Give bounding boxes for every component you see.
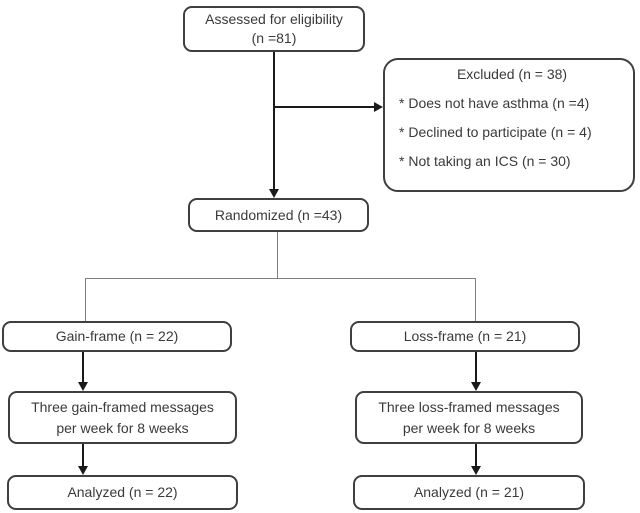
connector-gain-messages-to-analyzed-line — [82, 444, 84, 469]
randomized-label: Randomized (n =43) — [214, 206, 343, 223]
assessed-line1: Assessed for eligibility — [205, 11, 343, 27]
analyzed-loss-label: Analyzed (n = 21) — [413, 484, 525, 500]
excluded-reason-1: * Does not have asthma (n =4) — [399, 95, 590, 111]
gain-frame-label: Gain-frame (n = 22) — [55, 328, 179, 344]
arrowhead-into-loss-messages-icon — [471, 382, 481, 391]
gain-frame-box: Gain-frame (n = 22) — [2, 321, 232, 352]
arrowhead-into-analyzed-loss-icon — [471, 466, 481, 475]
gain-messages-line1: Three gain-framed messages — [31, 398, 214, 415]
assessed-count: (n =81) — [251, 30, 297, 46]
branch-drop-gain-line — [85, 279, 86, 321]
excluded-box: Excluded (n = 38) * Does not have asthma… — [383, 58, 635, 192]
branch-stem-line — [277, 232, 278, 278]
branch-drop-loss-line — [475, 279, 476, 321]
arrowhead-into-gain-messages-icon — [78, 382, 88, 391]
connector-loss-frame-to-messages-line — [475, 352, 477, 385]
gain-messages-box: Three gain-framed messages per week for … — [8, 391, 237, 444]
arrowhead-into-randomized-icon — [269, 189, 279, 198]
branch-horizontal-line — [85, 278, 476, 279]
loss-frame-label: Loss-frame (n = 21) — [403, 328, 527, 344]
connector-assessed-to-randomized-line — [273, 52, 275, 191]
connector-loss-messages-to-analyzed-line — [475, 444, 477, 469]
loss-messages-box: Three loss-framed messages per week for … — [355, 391, 583, 444]
analyzed-gain-box: Analyzed (n = 22) — [7, 475, 238, 510]
arrowhead-into-analyzed-gain-icon — [78, 466, 88, 475]
connector-to-excluded-line — [274, 106, 375, 108]
loss-messages-line1: Three loss-framed messages — [378, 398, 560, 415]
loss-messages-line2: per week for 8 weeks — [402, 419, 536, 436]
excluded-reason-2: * Declined to participate (n = 4) — [399, 124, 592, 140]
excluded-title: Excluded (n = 38) — [456, 66, 568, 82]
analyzed-loss-box: Analyzed (n = 21) — [353, 475, 585, 510]
randomized-box: Randomized (n =43) — [188, 198, 369, 232]
loss-frame-box: Loss-frame (n = 21) — [350, 321, 580, 352]
gain-messages-line2: per week for 8 weeks — [56, 419, 189, 436]
excluded-reason-3: * Not taking an ICS (n = 30) — [399, 153, 571, 169]
analyzed-gain-label: Analyzed (n = 22) — [67, 484, 178, 500]
assessed-for-eligibility-box: Assessed for eligibility (n =81) — [183, 6, 365, 52]
connector-gain-frame-to-messages-line — [82, 352, 84, 385]
arrowhead-into-excluded-icon — [374, 102, 383, 112]
